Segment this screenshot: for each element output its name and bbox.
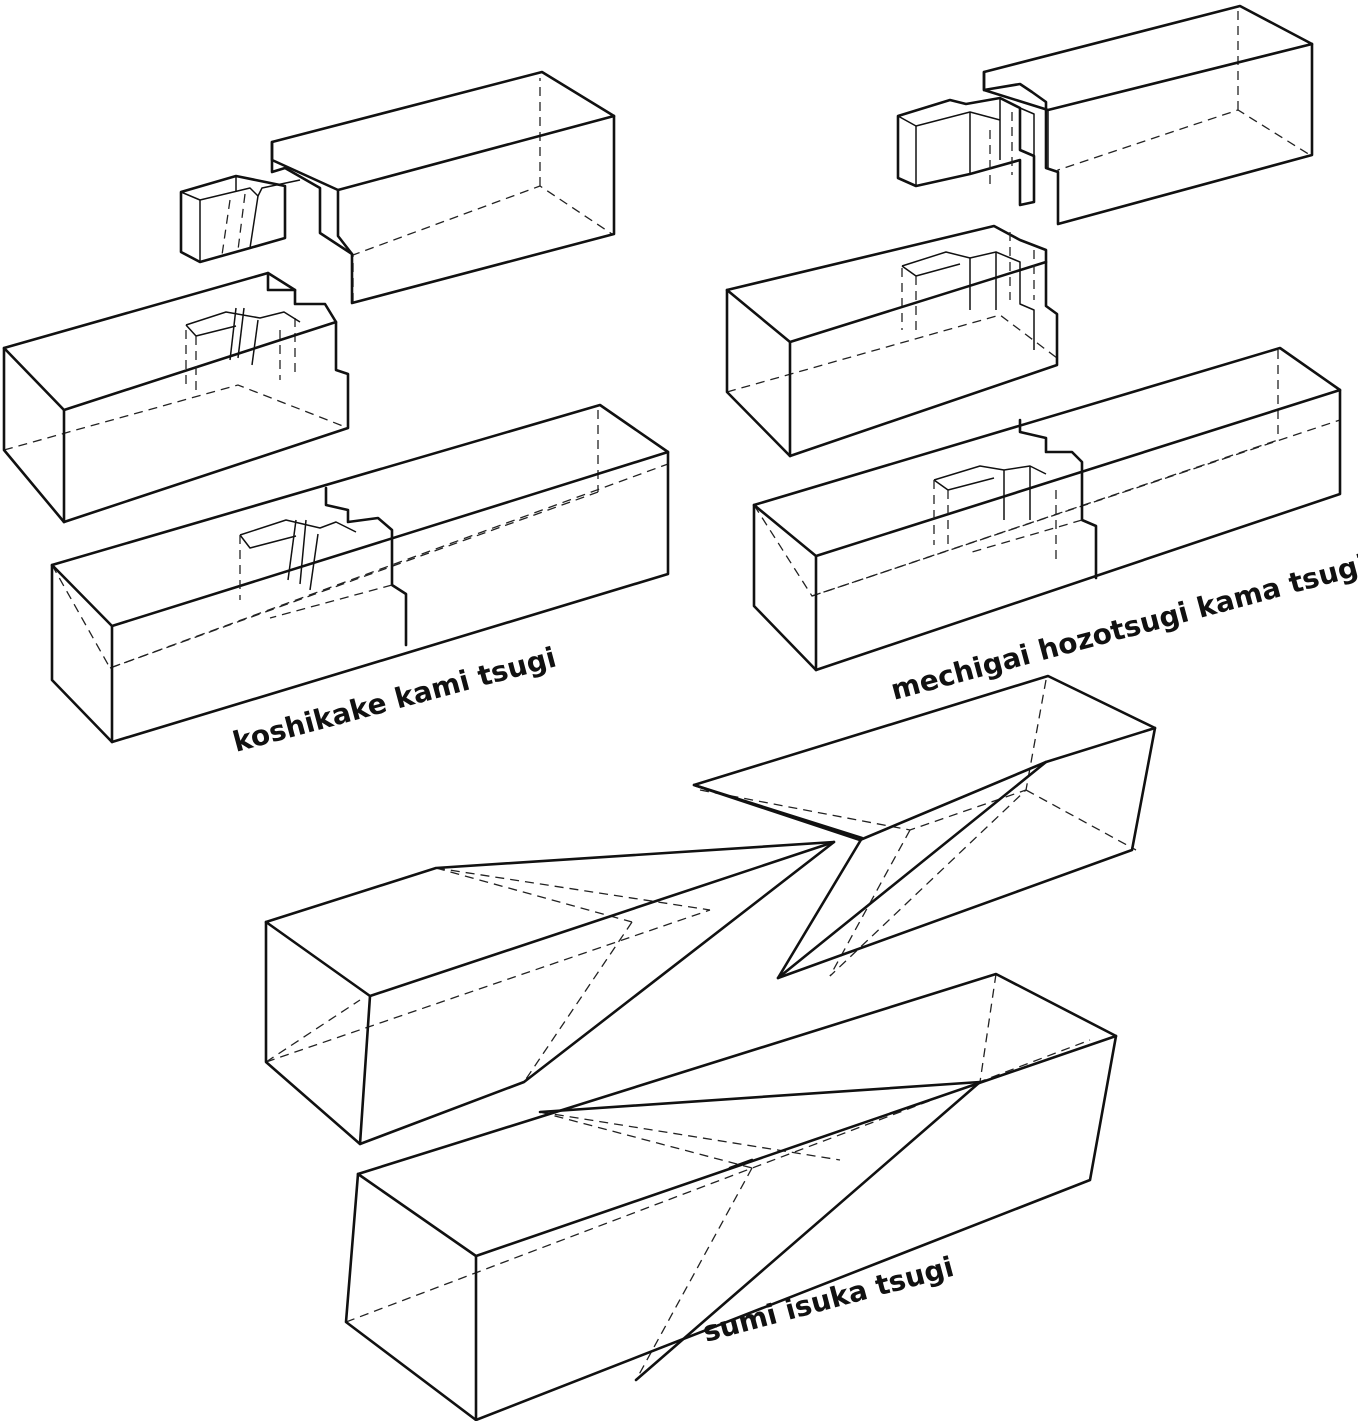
sumi-left-piece — [264, 840, 836, 1146]
sumi-label: sumi isuka tsugi — [699, 1250, 957, 1349]
mechigai-hozotsugi-group: mechigai hozotsugi kama tsugi — [725, 4, 1358, 707]
mechigai-middle-beam — [725, 224, 1059, 458]
koshikake-kami-tsugi-group: koshikake kami tsugi — [2, 70, 670, 759]
sumi-isuka-tsugi-group: sumi isuka tsugi — [264, 674, 1157, 1421]
mechigai-upper-beam — [896, 4, 1314, 226]
mechigai-label: mechigai hozotsugi kama tsugi — [887, 548, 1358, 707]
koshikake-lower-beam — [50, 403, 670, 744]
koshikake-label: koshikake kami tsugi — [229, 641, 559, 759]
koshikake-middle-beam — [2, 271, 350, 524]
koshikake-upper-beam — [179, 70, 616, 305]
mechigai-lower-beam — [752, 346, 1342, 672]
sumi-lower-piece — [344, 972, 1118, 1421]
sumi-upper-right-piece — [692, 674, 1157, 980]
